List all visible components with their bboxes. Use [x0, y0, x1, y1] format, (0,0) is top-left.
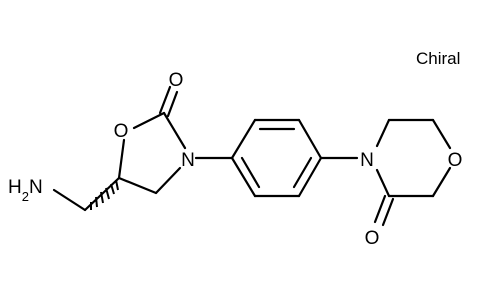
atom-labels: H2N O O N N O O	[8, 70, 462, 249]
bond-n-ch2	[52, 188, 87, 212]
bond-c3m-o-double-b	[381, 197, 395, 227]
hashed-wedge-bond	[90, 179, 119, 210]
bond-o1-c2	[132, 111, 166, 130]
bond-n4-c5m	[375, 118, 391, 148]
bond-ph-6	[230, 156, 257, 198]
bond-ph-1	[230, 118, 257, 160]
atom-nh2-subscript: 2	[22, 189, 29, 204]
atom-o-carbonyl-2: O	[365, 228, 380, 249]
bond-c2-n3	[162, 111, 187, 150]
bond-ph-3	[297, 118, 323, 160]
bond-c3m-o-double-a	[373, 194, 387, 224]
atom-n-morpholinone: N	[360, 150, 374, 171]
atom-nh2-text: H	[8, 177, 22, 198]
atom-o-carbonyl-1: O	[169, 70, 184, 91]
bond-c4-c5	[117, 176, 158, 195]
atom-n-oxazolidinone: N	[181, 150, 195, 171]
atom-o-ring: O	[114, 121, 129, 142]
atom-nh2-rest: N	[29, 177, 43, 198]
bond-n3-c4	[154, 166, 182, 195]
bond-c2-o-double-b	[166, 90, 179, 118]
bond-ph-inner-2	[292, 156, 313, 189]
bond-c2-o-double-a	[158, 85, 172, 115]
bond-o1m-c2m	[431, 166, 452, 198]
bonds	[52, 85, 452, 227]
bond-c3m-n4	[375, 168, 391, 198]
atom-o-morpholine: O	[448, 150, 463, 171]
atom-nh2: H2N	[8, 177, 43, 204]
chiral-annotation: Chiral	[416, 49, 461, 68]
bond-ph-4	[297, 156, 323, 198]
bond-c6m-o1m	[431, 118, 452, 150]
bond-c5-o1	[117, 138, 126, 180]
bond-ph-inner-3	[240, 156, 261, 189]
